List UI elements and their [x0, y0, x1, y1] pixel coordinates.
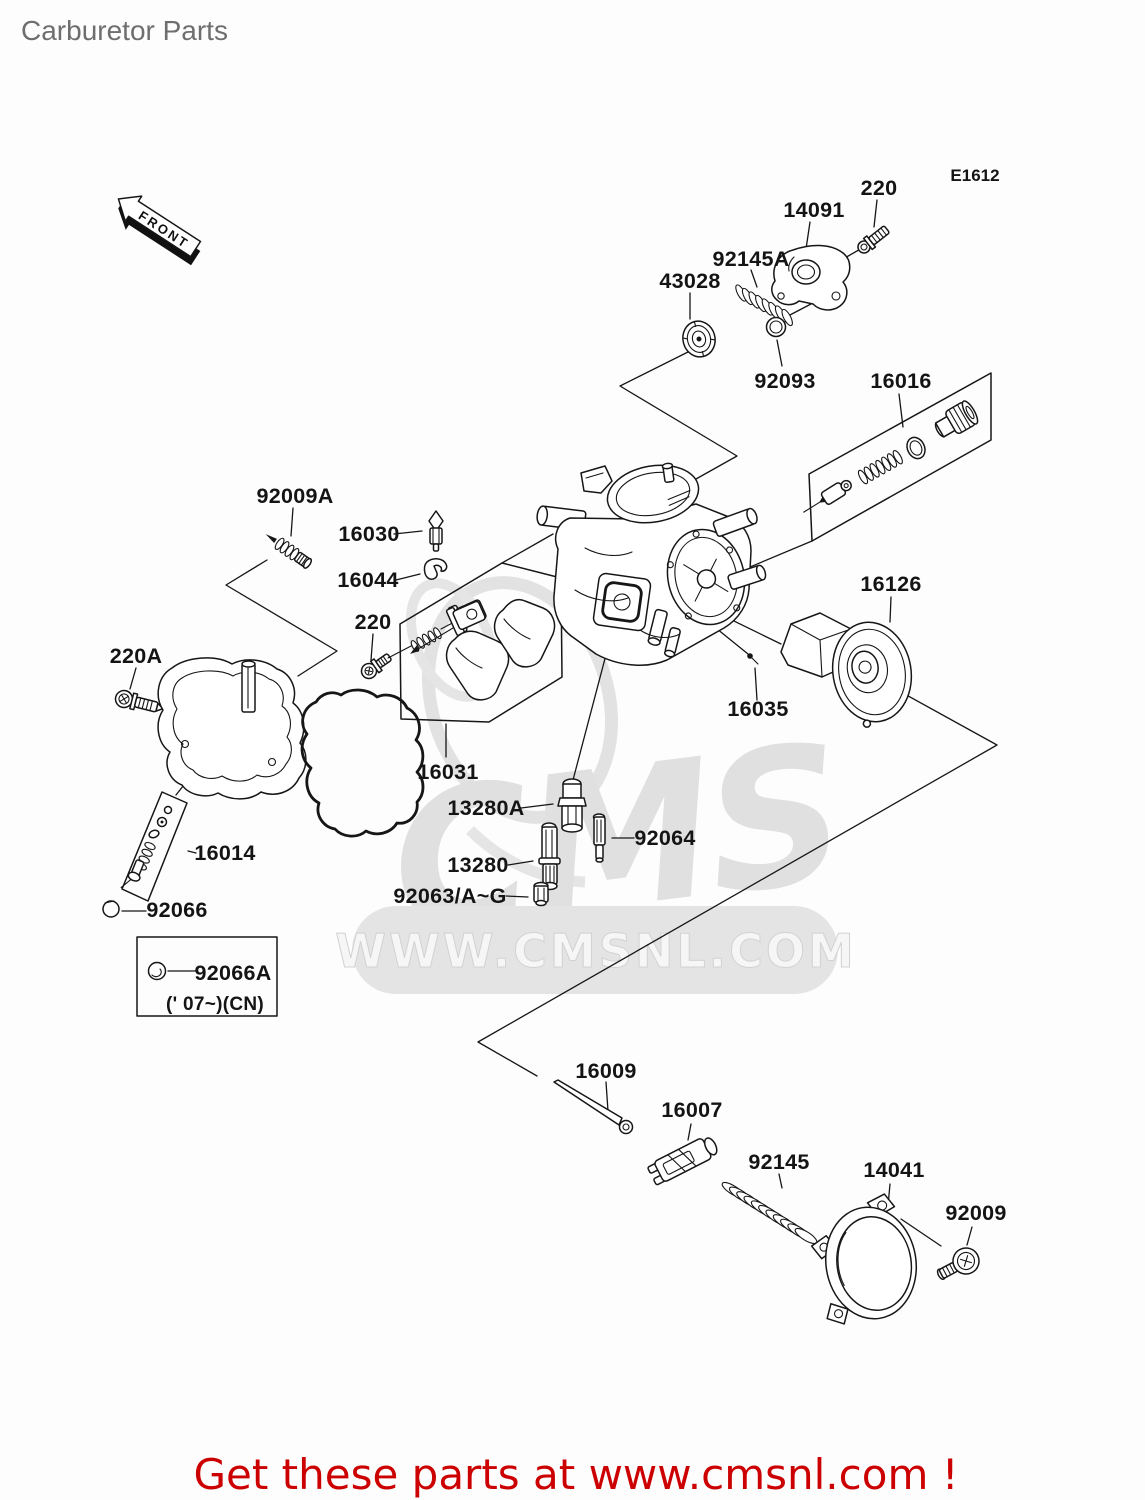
part-14091-drawing: [771, 244, 851, 311]
screw-220a-drawing: [114, 689, 164, 713]
part-label-92009[interactable]: 92009: [945, 1201, 1006, 1225]
part-label-92009a[interactable]: 92009A: [256, 484, 333, 508]
cms-watermark: CMS WWW.CMSNL.COM: [335, 565, 857, 994]
part-label-220-mid[interactable]: 220: [355, 610, 392, 634]
part-label-92063[interactable]: 92063/A~G: [393, 884, 506, 908]
part-label-13280a[interactable]: 13280A: [447, 796, 524, 820]
part-label-92145[interactable]: 92145: [748, 1150, 809, 1174]
part-13280a-drawing: [557, 778, 587, 833]
watermark-site-text: WWW.CMSNL.COM: [335, 924, 857, 978]
part-label-16126[interactable]: 16126: [860, 572, 921, 596]
front-direction-arrow: FRONT: [117, 195, 202, 266]
footer-link-text[interactable]: Get these parts at www.cmsnl.com !: [193, 1450, 958, 1499]
part-label-16031[interactable]: 16031: [417, 760, 478, 784]
part-label-16016[interactable]: 16016: [870, 369, 931, 393]
part-label-92064[interactable]: 92064: [634, 826, 695, 850]
part-label-16035[interactable]: 16035: [727, 697, 788, 721]
part-label-14091[interactable]: 14091: [783, 198, 844, 222]
part-92055-gasket-drawing: [300, 688, 425, 838]
part-92064-drawing: [592, 813, 606, 863]
part-92009a-drawing: [265, 534, 313, 569]
part-16126-drawing: [780, 612, 913, 728]
screw-16035-drawing: [747, 653, 759, 665]
part-label-92093[interactable]: 92093: [754, 369, 815, 393]
screw-220-mid-drawing: [360, 653, 392, 680]
part-label-note-07cn[interactable]: (' 07~)(CN): [166, 994, 264, 1015]
part-label-220-top[interactable]: 220: [861, 176, 898, 200]
part-label-92145a[interactable]: 92145A: [712, 247, 789, 271]
part-label-220a[interactable]: 220A: [110, 644, 163, 668]
part-16007-drawing: [647, 1137, 718, 1186]
part-16031-floats-drawing: [410, 598, 556, 701]
part-92063-drawing: [533, 881, 549, 907]
part-label-13280[interactable]: 13280: [447, 853, 508, 877]
part-label-92066[interactable]: 92066: [146, 898, 207, 922]
screw-220-top-drawing: [857, 225, 890, 254]
part-16044-drawing: [423, 558, 448, 580]
diagram-code: E1612: [950, 166, 999, 185]
part-label-16014[interactable]: 16014: [194, 841, 255, 865]
float-bowl-cover-drawing: [157, 657, 307, 800]
part-92009-screw-drawing: [936, 1247, 980, 1280]
part-label-16030[interactable]: 16030: [338, 522, 399, 546]
part-43028-drawing: [682, 320, 716, 358]
part-label-14041[interactable]: 14041: [863, 1158, 924, 1182]
part-14041-cover-drawing: [810, 1193, 918, 1325]
carburetor-body-drawing: [536, 462, 767, 666]
part-label-16044[interactable]: 16044: [337, 568, 398, 592]
part-label-16009[interactable]: 16009: [575, 1059, 636, 1083]
part-92093-oring-drawing: [765, 316, 787, 338]
part-92066-drawing: [102, 900, 120, 918]
watermark-band: [352, 906, 838, 994]
part-92145a-spring-drawing: [735, 284, 793, 327]
part-label-43028[interactable]: 43028: [659, 269, 720, 293]
part-92066a-drawing: [147, 961, 167, 981]
part-16030-drawing: [428, 510, 444, 552]
part-label-92066a[interactable]: 92066A: [194, 961, 271, 985]
part-92145-spring-drawing: [721, 1181, 818, 1245]
leader-lines: [121, 199, 998, 1247]
part-label-16007[interactable]: 16007: [661, 1098, 722, 1122]
part-16016-kit-drawing: [803, 400, 979, 513]
part-16014-kit-drawing: [120, 805, 173, 889]
page-title: Carburetor Parts: [21, 15, 228, 46]
part-16009-needle-drawing: [553, 1079, 634, 1135]
